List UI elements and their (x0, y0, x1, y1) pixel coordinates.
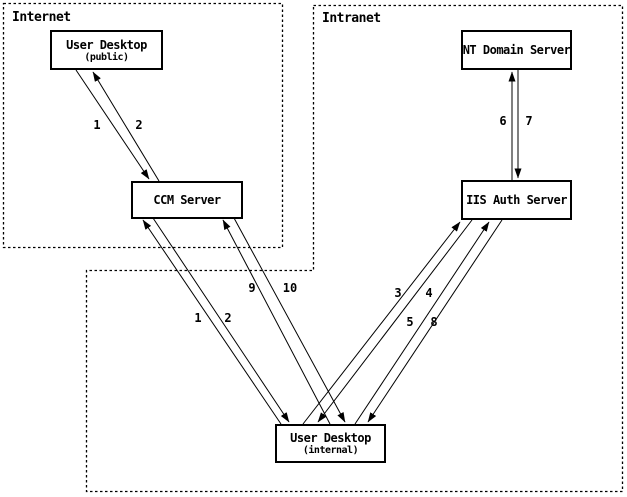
edge-label-3: 3 (394, 286, 402, 300)
edge-3-line (302, 221, 461, 425)
node-ccm-server: CCM Server (131, 181, 243, 219)
edge-10-line (233, 217, 346, 423)
node-user-desktop-internal-subtitle: (internal) (302, 445, 359, 456)
edge-label-8: 8 (430, 315, 438, 329)
edge-label-10: 10 (282, 281, 298, 295)
node-user-desktop-public: User Desktop (public) (50, 30, 163, 70)
intranet-zone-label: Intranet (322, 11, 381, 26)
node-user-desktop-public-subtitle: (public) (84, 51, 129, 63)
node-iis-auth-server: IIS Auth Server (461, 180, 572, 220)
node-user-desktop-public-title: User Desktop (66, 37, 147, 52)
edge-label-internet-2: 2 (135, 118, 143, 132)
edge-label-internet-1: 1 (93, 118, 101, 132)
edge-label-intranet-1: 1 (194, 311, 202, 325)
edge-8-line (367, 219, 503, 423)
internet-zone-label: Internet (12, 10, 71, 25)
edge-label-5: 5 (406, 315, 414, 329)
intranet-zone-outline (85, 4, 624, 493)
internet-zone-outline (2, 2, 284, 249)
node-iis-auth-server-title: IIS Auth Server (466, 193, 567, 207)
edge-internet-1-line (75, 69, 150, 180)
edge-9-line (222, 219, 331, 425)
node-nt-domain-server: NT Domain Server (461, 30, 572, 70)
edge-intranet-1-line (142, 219, 282, 425)
edge-5-line (354, 221, 490, 425)
edge-label-6: 6 (499, 114, 507, 128)
node-nt-domain-server-title: NT Domain Server (462, 43, 571, 57)
edge-intranet-2-line (152, 217, 290, 423)
edge-label-intranet-2: 2 (224, 311, 232, 325)
node-user-desktop-internal: User Desktop (internal) (275, 424, 386, 463)
edge-internet-2-line (92, 71, 160, 182)
edge-label-9: 9 (248, 281, 256, 295)
edge-label-4: 4 (425, 286, 433, 300)
node-ccm-server-title: CCM Server (153, 193, 221, 207)
edge-4-line (317, 219, 473, 423)
edge-label-7: 7 (525, 114, 533, 128)
node-user-desktop-internal-title: User Desktop (290, 431, 371, 445)
